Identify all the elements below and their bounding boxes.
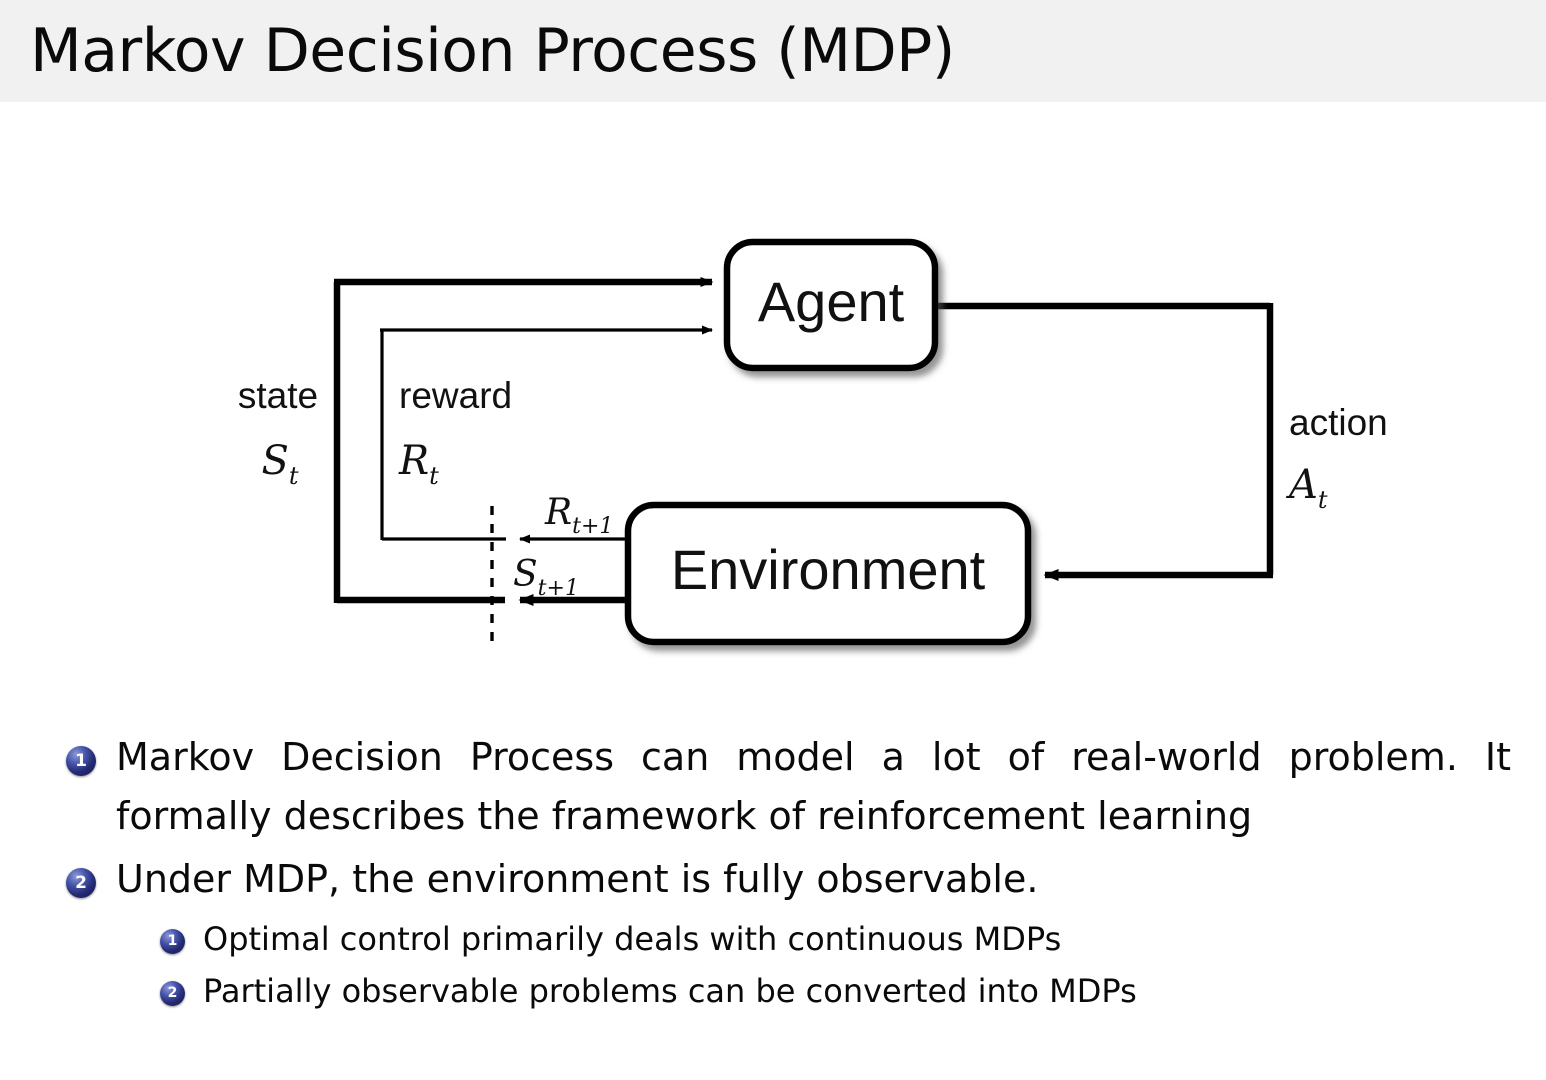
bullet-number-badge: 1 (66, 746, 96, 776)
bullet-number-badge: 2 (66, 868, 96, 898)
svg-text:At: At (1285, 462, 1328, 514)
sub-bullet-number-badge: 1 (160, 929, 185, 954)
state-next-edge-label: St+1 (513, 554, 579, 601)
state-feedback-path (333, 277, 714, 606)
sub-list-item: 1 Optimal control primarily deals with c… (160, 913, 1546, 965)
state-label-word: state (238, 375, 318, 416)
bullet-list: 1 Markov Decision Process can model a lo… (0, 728, 1546, 1017)
action-symbol-subscript: t (1318, 486, 1328, 514)
state-next-symbol-base: S (513, 554, 538, 595)
sub-bullet-text: Partially observable problems can be con… (203, 972, 1137, 1010)
state-symbol-subscript: t (289, 462, 299, 490)
agent-node: Agent (723, 238, 939, 372)
sub-list-item: 2 Partially observable problems can be c… (160, 965, 1546, 1017)
reward-symbol-subscript: t (429, 462, 439, 490)
svg-text:Rt+1: Rt+1 (544, 492, 613, 539)
reward-edge-label: reward Rt (398, 375, 512, 490)
reward-next-symbol-subscript: t+1 (572, 514, 613, 539)
state-edge-label: state St (238, 375, 318, 490)
state-next-symbol-subscript: t+1 (538, 576, 579, 601)
reward-feedback-path (380, 325, 713, 544)
bullet-text: Under MDP, the environment is fully obse… (116, 857, 1039, 901)
sub-bullet-text: Optimal control primarily deals with con… (203, 920, 1062, 958)
reward-label-word: reward (399, 375, 512, 416)
environment-node-label: Environment (671, 538, 986, 601)
slide-header-band (0, 0, 1546, 102)
action-label-word: action (1289, 402, 1388, 443)
action-path (935, 302, 1274, 581)
svg-text:Rt: Rt (398, 438, 439, 490)
bullet-text: Markov Decision Process can model a lot … (116, 735, 1511, 838)
environment-node: Environment (624, 501, 1032, 646)
list-item: 2 Under MDP, the environment is fully ob… (66, 850, 1546, 909)
action-symbol-base: A (1285, 462, 1318, 508)
svg-text:St+1: St+1 (513, 554, 579, 601)
mdp-agent-environment-diagram: Agent Environment state St reward Rt (0, 102, 1546, 692)
sub-bullet-number-badge: 2 (160, 981, 185, 1006)
reward-symbol-base: R (398, 438, 429, 484)
reward-next-symbol-base: R (544, 492, 572, 533)
svg-text:St: St (261, 438, 298, 490)
action-edge-label: action At (1285, 402, 1388, 514)
reward-next-edge-label: Rt+1 (544, 492, 613, 539)
page-title: Markov Decision Process (MDP) (30, 16, 955, 86)
agent-node-label: Agent (758, 270, 905, 333)
state-symbol-base: S (261, 438, 288, 484)
list-item: 1 Markov Decision Process can model a lo… (66, 728, 1546, 846)
